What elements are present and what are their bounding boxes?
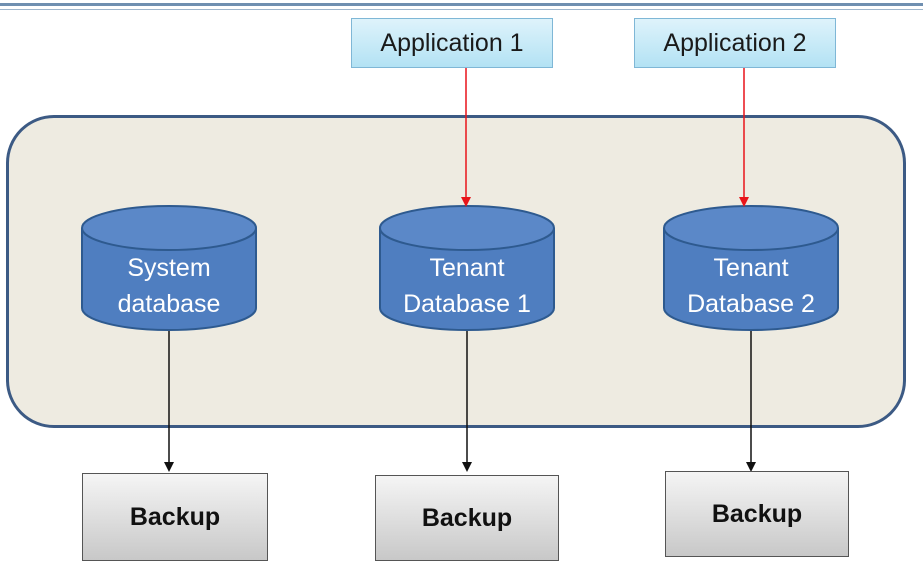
system-database-label: System database <box>81 250 257 322</box>
system-database-cylinder <box>81 205 257 331</box>
tenant-database-2-cylinder <box>663 205 839 331</box>
tenant-1-backup-label: Backup <box>421 503 513 532</box>
tenant-1-backup-box: Backup <box>375 475 559 561</box>
tenant-2-backup-box: Backup <box>665 471 849 557</box>
tenant-database-1-line1: Tenant <box>429 254 505 282</box>
tenant-database-2-label: Tenant Database 2 <box>663 250 839 322</box>
system-database-line2: database <box>117 290 221 318</box>
tenant-database-1-label: Tenant Database 1 <box>379 250 555 322</box>
system-backup-label: Backup <box>129 502 221 531</box>
header-rule <box>0 3 923 6</box>
tenant-database-2-line1: Tenant <box>713 254 789 282</box>
header-rule-thin <box>0 9 923 10</box>
system-database-line1: System <box>127 254 211 282</box>
application-1-label: Application 1 <box>380 28 524 57</box>
system-backup-box: Backup <box>82 473 268 561</box>
application-1-box: Application 1 <box>351 18 553 68</box>
tenant-database-1-line2: Database 1 <box>403 290 531 318</box>
application-2-box: Application 2 <box>634 18 836 68</box>
application-2-label: Application 2 <box>663 28 807 57</box>
tenant-2-backup-label: Backup <box>711 499 803 528</box>
tenant-database-2-line2: Database 2 <box>687 290 815 318</box>
